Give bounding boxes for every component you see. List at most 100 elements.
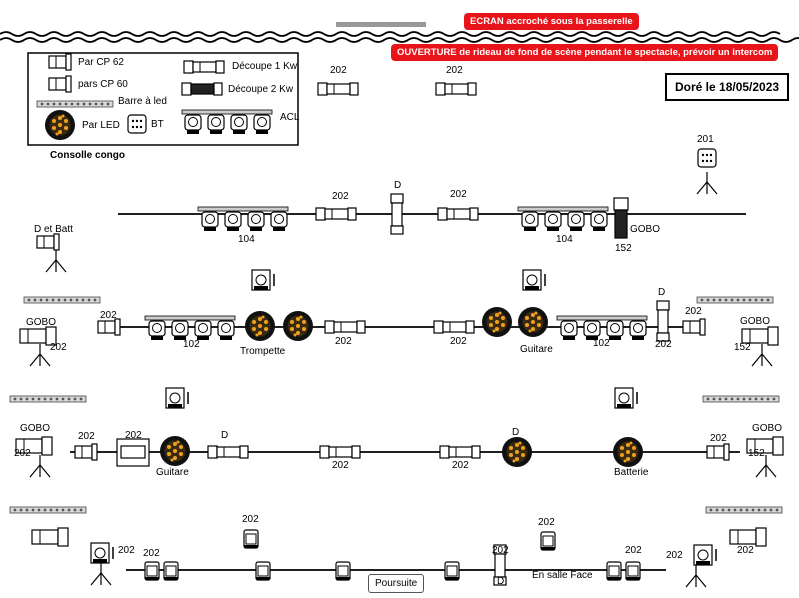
label-b3-202-c: 202 [332, 460, 349, 471]
acl-icon [181, 109, 273, 135]
curtain-line-2 [0, 37, 799, 43]
label-b2-202-l1: 202 [100, 310, 117, 321]
decoupe-icon [319, 445, 361, 459]
label-b3-202-l1: 202 [78, 431, 95, 442]
foot-par-icon [606, 561, 622, 581]
foot-par-icon [144, 561, 160, 581]
acl-group-1 [197, 206, 289, 232]
label-b4-202-g: 202 [666, 550, 683, 561]
acl-group-4 [556, 315, 648, 341]
label-guitare-1: Guitare [520, 344, 553, 355]
gobo-icon [31, 527, 69, 547]
decoupe-icon [433, 320, 475, 334]
foot-par-icon [540, 531, 556, 551]
stand-icon [751, 343, 773, 367]
date-box: Doré le 18/05/2023 [665, 73, 790, 101]
label-b2-d: D [658, 287, 666, 298]
led-par-icon [160, 436, 190, 466]
label-en-salle: En salle Face [532, 570, 593, 581]
par-side-icon [706, 443, 730, 461]
label-b4-202-a: 202 [242, 514, 259, 525]
stand-icon [685, 564, 707, 588]
label-b3-d-a: D [221, 430, 229, 441]
decoupe-1kw-icon [183, 60, 225, 74]
label-b2-202-d: 202 [450, 336, 467, 347]
led-par-icon [283, 311, 313, 341]
side-par-icon [90, 542, 114, 564]
foot-par-icon [625, 561, 641, 581]
led-bar-icon [9, 395, 87, 403]
foot-par-icon [243, 529, 259, 549]
label-b3-d-b: D [512, 427, 520, 438]
label-b1-202-a: 202 [332, 191, 349, 202]
par-led-icon [45, 110, 75, 140]
label-b1-d: D [394, 180, 402, 191]
par-cp60-icon [48, 75, 72, 93]
label-201: 201 [697, 134, 714, 145]
decoupe-vertical-icon [656, 300, 670, 342]
label-b2-gobo-r: GOBO [740, 316, 771, 327]
foot-par-icon [444, 561, 460, 581]
gobo-vertical-icon [613, 197, 629, 239]
decoupe-icon [207, 445, 249, 459]
side-par-icon [251, 269, 275, 291]
label-b2-202-c: 202 [335, 336, 352, 347]
side-par-icon [522, 269, 546, 291]
label-b1-202-b: 202 [450, 189, 467, 200]
poursuite-button[interactable]: Poursuite [368, 574, 425, 593]
stand-icon [696, 171, 718, 195]
led-par-icon [482, 307, 512, 337]
label-b3-202-d: 202 [452, 460, 469, 471]
stand-icon [45, 249, 67, 273]
label-b4-202-f: 202 [625, 545, 642, 556]
legend-parled: Par LED [82, 120, 120, 131]
side-par-icon [693, 544, 717, 566]
legend-decoupe1: Découpe 1 Kw [232, 61, 298, 72]
acl-group-3 [144, 315, 236, 341]
decoupe-vertical-icon [390, 193, 404, 235]
label-b3-202-r1: 202 [710, 433, 727, 444]
label-b3-202-l3: 202 [125, 430, 142, 441]
label-b1-152: 152 [615, 243, 632, 254]
label-b2-152: 152 [734, 342, 751, 353]
side-par-icon [614, 387, 638, 409]
legend-par62: Par CP 62 [78, 57, 124, 68]
decoupe-icon [315, 207, 357, 221]
screen-bar [336, 22, 426, 27]
label-b4-202-d: 202 [143, 548, 160, 559]
side-par-icon [165, 387, 189, 409]
dmx-box-201 [697, 148, 717, 168]
par-side-icon [97, 318, 121, 336]
label-b2-202-l2: 202 [50, 342, 67, 353]
label-b4-d-a: D [497, 576, 505, 587]
led-bar-icon [702, 395, 780, 403]
legend-decoupe2: Découpe 2 Kw [228, 84, 294, 95]
label-b2-102-a: 102 [183, 339, 200, 350]
led-bar-icon [36, 100, 114, 108]
par-side-icon [36, 233, 60, 251]
label-top-202-a: 202 [330, 65, 347, 76]
led-par-icon [502, 437, 532, 467]
led-par-icon [245, 311, 275, 341]
label-b2-202-r2: 202 [655, 339, 672, 350]
label-b1-104-a: 104 [238, 234, 255, 245]
par-side-icon [682, 318, 706, 336]
stand-icon [29, 343, 51, 367]
label-d-et-batt: D et Batt [34, 224, 73, 235]
par-side-icon [74, 443, 98, 461]
decoupe-2kw-icon [181, 82, 223, 96]
foot-par-icon [335, 561, 351, 581]
label-b4-202-c: 202 [118, 545, 135, 556]
label-guitare-2: Guitare [156, 467, 189, 478]
label-trompette: Trompette [240, 346, 286, 357]
label-batterie: Batterie [614, 467, 649, 478]
led-bar-icon [23, 296, 101, 304]
decoupe-icon [435, 82, 477, 96]
label-b1-gobo: GOBO [630, 224, 661, 235]
led-par-icon [613, 437, 643, 467]
legend-acl: ACL [280, 112, 300, 123]
label-b3-202-l2: 202 [14, 448, 31, 459]
label-b4-d-b: 202 [492, 545, 509, 556]
decoupe-icon [324, 320, 366, 334]
